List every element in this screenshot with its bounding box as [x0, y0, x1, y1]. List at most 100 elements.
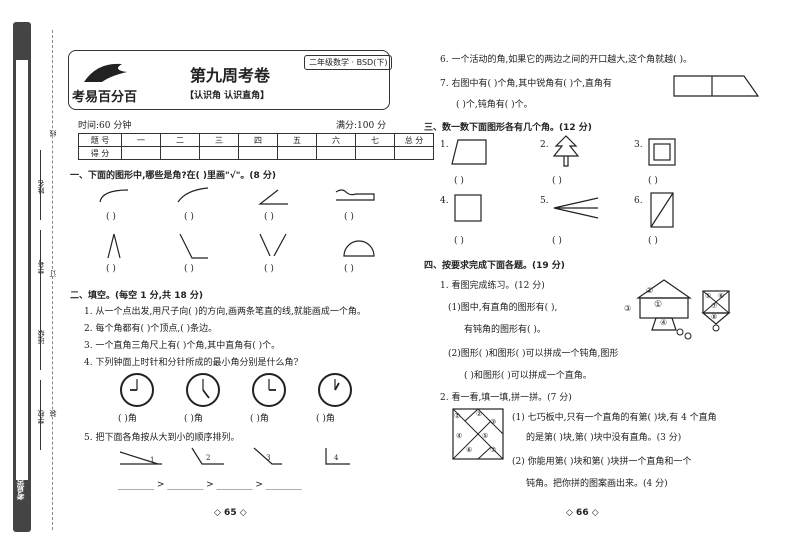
- score-cell[interactable]: [277, 146, 317, 160]
- shape-number-5: 5.: [540, 196, 549, 206]
- answer-paren[interactable]: ( ): [454, 176, 464, 186]
- clock-answer-3[interactable]: ( )角: [250, 414, 269, 424]
- clock-face-2: [186, 373, 220, 407]
- house-label-2: ②: [646, 286, 654, 295]
- grade-tag: 二年级数学 · BSD(下): [304, 55, 393, 70]
- problem-4-2c: (2) 你能用第( )块和第( )块拼一个直角和一个: [512, 457, 692, 467]
- tangram-piece-4: ④: [456, 432, 463, 440]
- sidebar-brand: 考易百分百: [16, 460, 25, 500]
- answer-paren[interactable]: ( ): [648, 176, 658, 186]
- score-header-cell: 五: [277, 133, 317, 147]
- clock-answer-1[interactable]: ( )角: [118, 414, 137, 424]
- score-cell[interactable]: [394, 146, 434, 160]
- clock-face-3: [252, 373, 286, 407]
- figure-angle-3: [179, 233, 208, 259]
- section-4-heading: 四、按要求完成下面各题。(19 分): [424, 261, 565, 271]
- score-cell[interactable]: [199, 146, 239, 160]
- question-1-6: 6. 一个活动的角,如果它的两边之间的开口越大,这个角就越( )。: [440, 55, 693, 65]
- answer-paren[interactable]: ( ): [184, 212, 194, 222]
- score-cell[interactable]: [238, 146, 278, 160]
- brand-name: 考易百分百: [72, 90, 138, 105]
- fold-dashed-line: [52, 30, 53, 530]
- score-cell[interactable]: [121, 146, 161, 160]
- question-2-3: 3. 一个直角三角尺上有( )个角,其中直角有( )个。: [84, 341, 281, 351]
- angle-label-1: 1: [150, 456, 155, 464]
- fold-mark-2: 订: [48, 270, 58, 277]
- tangram-piece-1: ①: [454, 412, 461, 420]
- tangram-piece-6: ⑥: [466, 446, 473, 454]
- tangram-figure: [452, 408, 504, 460]
- class-line: [40, 300, 41, 370]
- rabbit-logo-icon: [84, 63, 127, 82]
- answer-paren[interactable]: ( ): [552, 236, 562, 246]
- shape-square: [454, 194, 482, 222]
- shield-figure: [701, 290, 731, 332]
- shape-number-2: 2.: [540, 140, 549, 150]
- score-header-cell: 四: [238, 133, 278, 147]
- answer-paren[interactable]: ( ): [552, 176, 562, 186]
- clock-face-4: [318, 373, 352, 407]
- score-table-header-row: 题 号 一 二 三 四 五 六 七 总 分: [78, 133, 434, 147]
- question-2-5: 5. 把下面各角按从大到小的顺序排列。: [84, 433, 240, 443]
- problem-4-2a: (1) 七巧板中,只有一个直角的有第( )块,有 4 个直角: [512, 413, 717, 423]
- shield-label-8: ⑧: [711, 313, 718, 321]
- school-line: [40, 380, 41, 450]
- figure-curve-1: [99, 189, 129, 203]
- name-label: 姓名: [37, 180, 45, 194]
- score-header-cell: 一: [121, 133, 161, 147]
- section-1-heading: 一、下面的图形中,哪些是角?在( )里画"√"。(8 分): [70, 171, 277, 181]
- answer-paren[interactable]: ( ): [648, 236, 658, 246]
- clock-answer-4[interactable]: ( )角: [316, 414, 335, 424]
- house-label-1: ①: [654, 300, 663, 310]
- score-header-cell: 三: [199, 133, 239, 147]
- section-3-heading: 三、数一数下面图形各有几个角。(12 分): [424, 123, 592, 133]
- score-row-label: 得 分: [78, 146, 122, 160]
- header-box: [68, 50, 390, 110]
- full-score: 满分:100 分: [336, 121, 387, 131]
- problem-4-2d: 钝角。把你拼的图案画出来。(4 分): [526, 479, 668, 489]
- exam-time: 时间:60 分钟: [78, 121, 132, 131]
- answer-paren[interactable]: ( ): [184, 264, 194, 274]
- student-id-label: 学号: [37, 260, 45, 274]
- clock-answer-2[interactable]: ( )角: [184, 414, 203, 424]
- problem-4-1: 1. 看图完成练习。(12 分): [440, 281, 545, 291]
- angle-figure-3: [253, 447, 282, 465]
- order-answer-line[interactable]: ________ > ________ > ________ > _______…: [118, 480, 302, 490]
- score-cell[interactable]: [316, 146, 356, 160]
- score-cell[interactable]: [160, 146, 200, 160]
- section-2-heading: 二、填空。(每空 1 分,共 18 分): [70, 291, 203, 301]
- answer-paren[interactable]: ( ): [454, 236, 464, 246]
- shape-split-rectangle: [650, 192, 674, 228]
- score-header-cell: 二: [160, 133, 200, 147]
- question-2-2: 2. 每个角都有( )个顶点,( )条边。: [84, 324, 218, 334]
- shape-number-3: 3.: [634, 140, 643, 150]
- house-label-4: ④: [660, 318, 668, 327]
- figure-semicircle: [343, 240, 375, 257]
- answer-paren[interactable]: ( ): [106, 212, 116, 222]
- shield-label-5: ⑤: [705, 292, 712, 300]
- score-header-cell: 七: [355, 133, 395, 147]
- tangram-piece-5: ⑤: [482, 432, 489, 440]
- figure-open-v: [259, 233, 287, 257]
- question-2-1: 1. 从一个点出发,用尺子向( )的方向,画两条笔直的线,就能画成一个角。: [84, 307, 366, 317]
- answer-paren[interactable]: ( ): [344, 212, 354, 222]
- answer-paren[interactable]: ( ): [264, 212, 274, 222]
- shape-rays: [553, 197, 599, 219]
- answer-paren[interactable]: ( ): [344, 264, 354, 274]
- shield-label-7: ⑦: [711, 302, 718, 310]
- question-2-4: 4. 下列钟面上时针和分针所成的最小角分别是什么角?: [84, 358, 299, 368]
- score-table-score-row: 得 分: [78, 146, 434, 160]
- answer-paren[interactable]: ( ): [264, 264, 274, 274]
- problem-4-2b: 的是第( )块,第( )块中没有直角。(3 分): [526, 433, 682, 443]
- angle-figure-2: [191, 447, 224, 465]
- shape-nested-squares: [648, 138, 676, 166]
- tangram-piece-3: ③: [490, 418, 497, 426]
- page-number-left: ◇ 65 ◇: [214, 508, 247, 518]
- answer-paren[interactable]: ( ): [106, 264, 116, 274]
- problem-4-2: 2. 看一看,填一填,拼一拼。(7 分): [440, 393, 572, 403]
- clock-hands-2: [202, 379, 210, 399]
- question-1-7a: 7. 右图中有( )个角,其中锐角有( )个,直角有: [440, 79, 612, 89]
- score-cell[interactable]: [355, 146, 395, 160]
- id-line: [40, 230, 41, 300]
- shape-tree: [552, 135, 580, 167]
